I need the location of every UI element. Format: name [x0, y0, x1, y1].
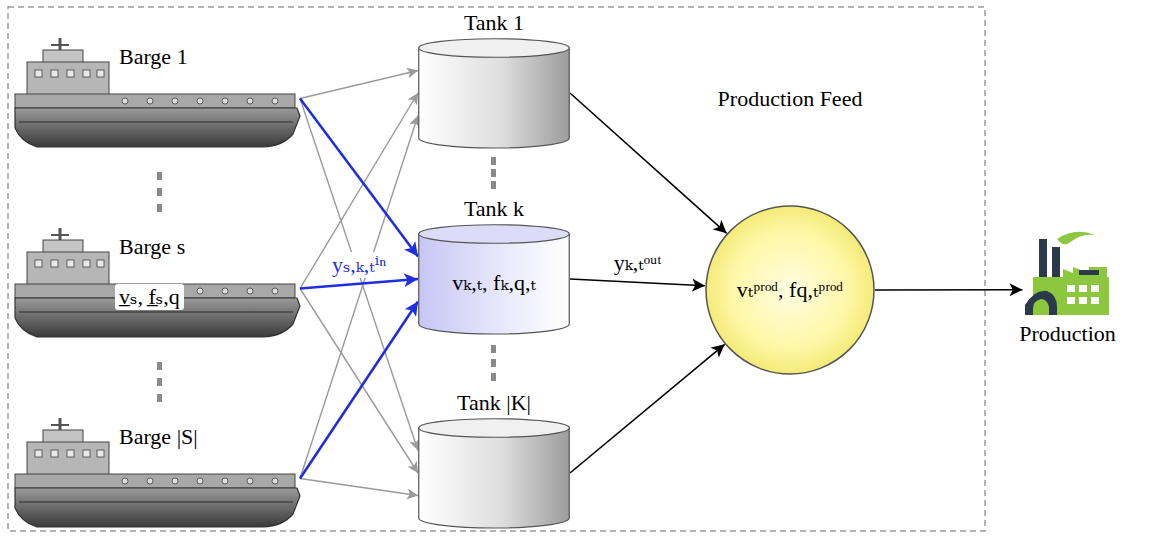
production-feed-circle: Production Feed vₜᵖʳᵒᵈ, fq,ₜᵖʳᵒᵈ	[700, 86, 880, 375]
flow-arrow	[570, 93, 727, 233]
barge-name: Barge s	[115, 234, 189, 260]
boundary-frame	[8, 7, 985, 531]
barge-node: Barge s v̲ₛ, f̲ₛ,q	[15, 228, 300, 338]
feed-name: Production Feed	[700, 86, 880, 112]
production-name: Production	[990, 321, 1145, 347]
feed-state: vₜᵖʳᵒᵈ, fq,ₜᵖʳᵒᵈ	[737, 277, 843, 303]
barge-bounds: v̲ₛ, f̲ₛ,q	[115, 284, 184, 310]
barge-name: Barge |S|	[115, 424, 202, 450]
tank-shape	[418, 418, 570, 528]
factory-icon	[1023, 225, 1113, 315]
flow-label: yₖ,ₜᵒᵘᵗ	[612, 250, 664, 276]
feed-circle: vₜᵖʳᵒᵈ, fq,ₜᵖʳᵒᵈ	[705, 205, 875, 375]
flow-arrow	[300, 71, 418, 99]
production-node: Production	[990, 225, 1145, 347]
flow-arrow	[300, 279, 418, 289]
tank-node: Tank |K|	[418, 390, 570, 528]
flow-arrow	[300, 116, 418, 479]
tank-cylinder	[418, 38, 570, 148]
tank-state: vₖ,ₜ, fₖ,q,ₜ	[452, 270, 536, 296]
flow-arrow	[300, 99, 418, 451]
factory-shape	[1023, 225, 1113, 315]
flow-arrow	[875, 289, 1023, 291]
flow-arrow	[300, 479, 418, 496]
flow-label: yₛ,ₖ,ₜⁱⁿ	[330, 252, 388, 278]
tank-shape	[418, 38, 570, 148]
flow-arrow	[300, 99, 418, 257]
tank-name: Tank k	[418, 196, 570, 222]
flow-arrow	[300, 302, 418, 479]
tank-name: Tank 1	[418, 10, 570, 36]
barge-name: Barge 1	[115, 44, 192, 70]
flow-arrow	[300, 289, 418, 474]
flow-arrow	[570, 279, 705, 286]
flow-arrow	[570, 344, 725, 473]
tank-cylinder	[418, 418, 570, 528]
tank-node: Tank 1	[418, 10, 570, 148]
flow-arrow	[300, 93, 418, 289]
tank-node: Tank k vₖ,ₜ, fₖ,q,ₜ	[418, 196, 570, 334]
tank-shape: vₖ,ₜ, fₖ,q,ₜ	[418, 224, 570, 334]
tank-name: Tank |K|	[418, 390, 570, 416]
barge-node: Barge |S|	[15, 418, 300, 528]
barge-node: Barge 1	[15, 38, 300, 148]
